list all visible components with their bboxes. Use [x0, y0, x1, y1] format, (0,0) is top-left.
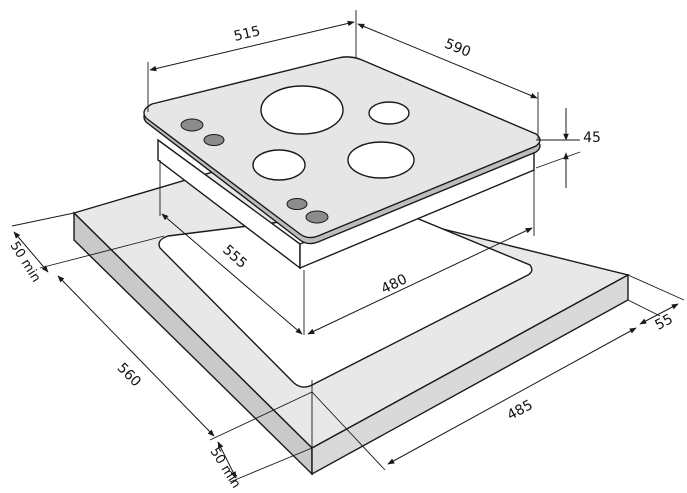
control-knob-1	[180, 118, 204, 132]
label-clearance-rear: 50 min	[7, 239, 44, 285]
dim-line-560	[57, 275, 215, 437]
medium-cooking-zone-right	[347, 141, 415, 179]
label-hob-width: 515	[232, 23, 262, 45]
medium-cooking-zone-left	[252, 149, 306, 181]
dim-line-480	[307, 227, 533, 335]
large-cooking-zone	[260, 85, 344, 135]
dim-line-555	[161, 213, 303, 335]
label-worktop-depth: 560	[114, 360, 144, 390]
label-clearance-front: 50 min	[207, 445, 244, 491]
dim-line-50min-rear	[13, 231, 49, 273]
dim-line-50min-front	[217, 441, 237, 479]
dim-line-515	[149, 20, 355, 72]
label-worktop-width: 485	[505, 397, 536, 424]
dim-line-590	[357, 23, 538, 99]
dim-line-55	[639, 303, 679, 325]
label-hob-depth: 590	[442, 36, 473, 61]
label-worktop-thickness: 55	[652, 311, 675, 333]
control-knob-4	[305, 210, 329, 224]
extension-lines	[11, 10, 685, 483]
dimension-lines	[13, 20, 679, 479]
dim-line-485	[387, 327, 637, 465]
label-hob-height: 45	[583, 130, 601, 146]
control-knob-2	[203, 134, 225, 146]
control-knob-3	[286, 198, 308, 210]
small-cooking-zone-rear	[368, 101, 410, 125]
